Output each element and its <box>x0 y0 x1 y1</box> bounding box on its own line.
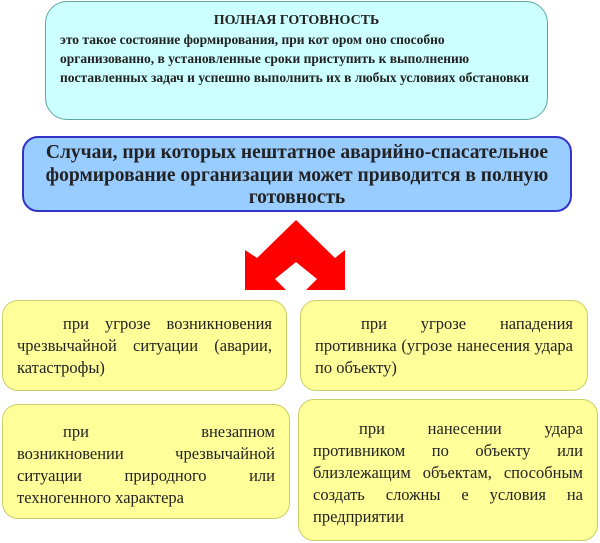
case-box-strike-on-object: при нанесении удара противником по объек… <box>298 399 598 541</box>
definition-text: это такое состояние формирования, при ко… <box>60 32 529 85</box>
case-text: при внезапном возникновении чрезвычайной… <box>17 422 275 507</box>
definition-title: ПОЛНАЯ ГОТОВНОСТЬ <box>213 13 380 28</box>
case-box-sudden-emergency: при внезапном возникновении чрезвычайной… <box>2 404 290 519</box>
case-text: при нанесении удара противником по объек… <box>313 419 583 526</box>
case-box-emergency-threat: при угрозе возникновения чрезвычайной си… <box>2 300 287 391</box>
cases-header-box: Случаи, при которых нештатное аварийно-с… <box>22 136 572 212</box>
case-box-attack-threat: при угрозе нападения противника (угрозе … <box>300 300 588 391</box>
red-chevron-arrow <box>245 220 345 290</box>
case-text: при угрозе нападения противника (угрозе … <box>315 314 573 377</box>
case-text: при угрозе возникновения чрезвычайной си… <box>17 314 272 377</box>
definition-box: ПОЛНАЯ ГОТОВНОСТЬ это такое состояние фо… <box>45 1 548 120</box>
